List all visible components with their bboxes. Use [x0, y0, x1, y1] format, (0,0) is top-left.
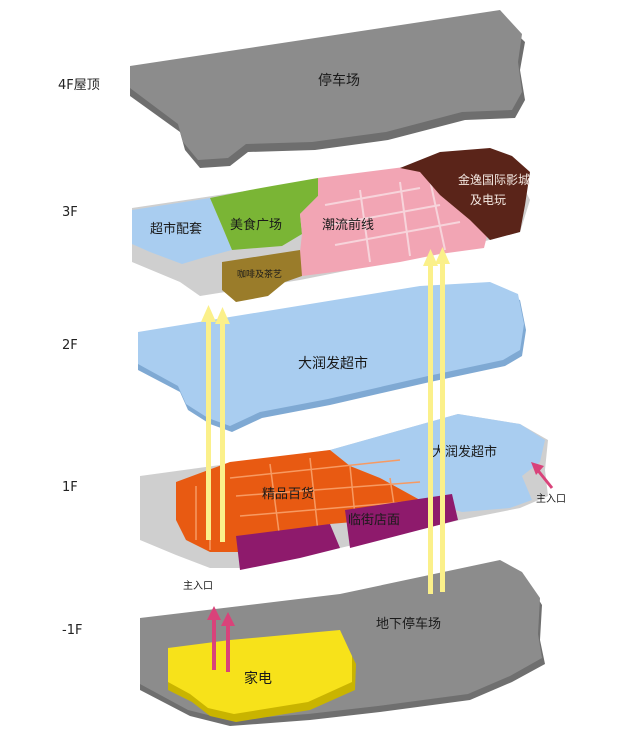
floor-label-1f: 1F [62, 480, 78, 495]
up-arrow-left-b [215, 307, 230, 542]
roof-parking-label: 停车场 [318, 72, 360, 89]
main-entrance-right-label: 主入口 [536, 493, 566, 505]
up-arrow-right-b [435, 247, 450, 592]
cinema-zone [400, 148, 530, 240]
trend-front-corridors [324, 179, 461, 263]
boutique-dept-zone [176, 450, 440, 552]
supermarket-1f-label: 大润发超市 [432, 444, 497, 460]
supermarket-support-label: 超市配套 [150, 221, 202, 237]
entrance-left-arrow-a [207, 606, 221, 670]
trend-front-label: 潮流前线 [322, 217, 374, 233]
cinema-label-line1: 金逸国际影城 [458, 172, 530, 187]
main-entrance-left-label: 主入口 [183, 580, 213, 592]
floor-label-2f: 2F [62, 338, 78, 353]
up-arrow-right-a [423, 249, 438, 594]
appliances-label: 家电 [244, 670, 272, 687]
underground-parking-label: 地下停车场 [376, 616, 441, 632]
supermarket-2f-label: 大润发超市 [298, 355, 368, 372]
trend-front-zone [285, 165, 488, 276]
floor-label-4f: 4F屋顶 [58, 78, 100, 93]
cinema-label-line2: 及电玩 [470, 193, 506, 207]
basement-level [140, 560, 545, 726]
supermarket-1f-zone [330, 414, 545, 512]
roof-level [130, 10, 525, 168]
boutique-dept-label: 精品百货 [262, 486, 314, 502]
up-arrow-left-a [201, 305, 216, 540]
entrance-left-arrow-b [221, 612, 235, 672]
coffee-tea-zone [222, 250, 302, 302]
floor-label-b1: -1F [62, 623, 83, 638]
food-court-zone [210, 178, 318, 250]
street-shops-label: 临街店面 [348, 513, 400, 528]
street-shops-left [236, 524, 340, 570]
food-court-label: 美食广场 [230, 217, 282, 233]
coffee-tea-label: 咖啡及茶艺 [237, 268, 282, 280]
boutique-block-grid [195, 457, 431, 550]
supermarket-2f-zone [138, 282, 524, 426]
roof-parking-area [130, 10, 522, 160]
third-floor [132, 148, 530, 302]
escalator-arrows [201, 247, 450, 672]
floor-label-3f: 3F [62, 205, 78, 220]
supermarket-support-zone [132, 198, 232, 264]
main-entrance-right-arrow [531, 462, 554, 489]
first-floor [140, 414, 548, 570]
